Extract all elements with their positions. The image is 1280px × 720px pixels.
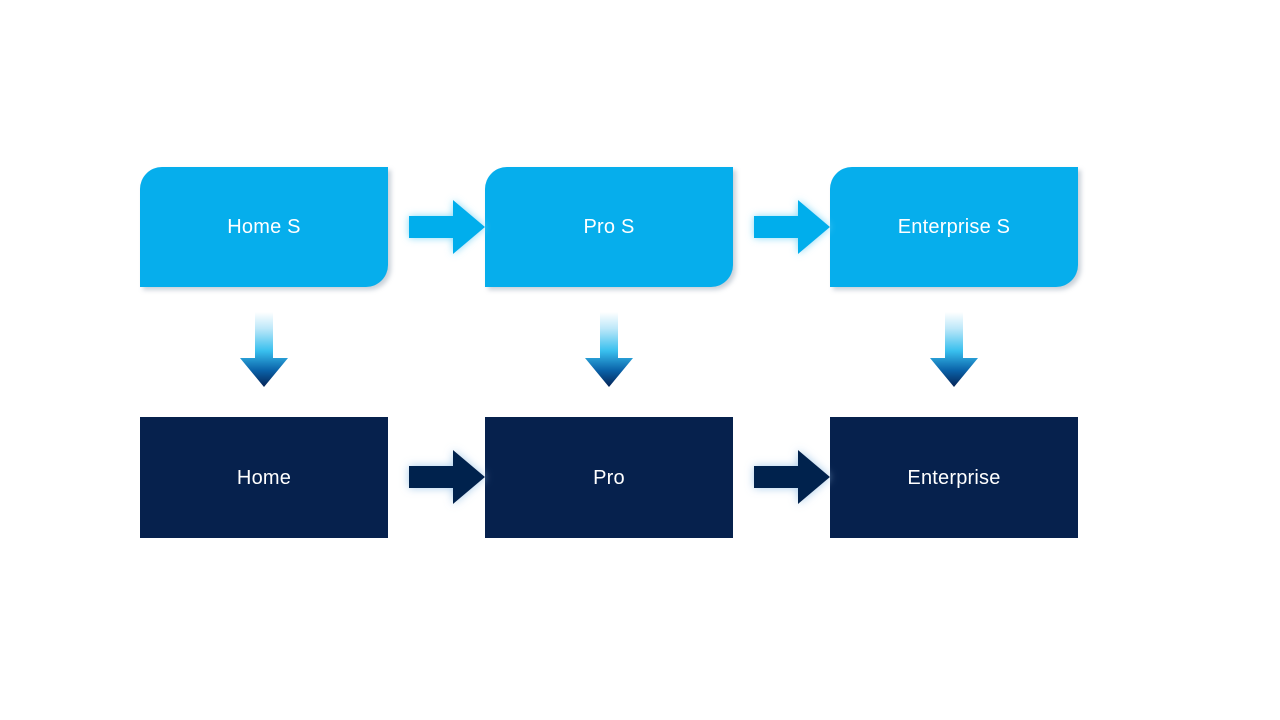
arrow-down-icon <box>578 310 640 390</box>
arrow-down-icon <box>233 310 295 390</box>
tier-box-home[interactable]: Home <box>140 417 388 538</box>
arrow-right-icon <box>748 196 834 258</box>
arrow-right-icon <box>403 196 489 258</box>
arrow-down-icon <box>923 310 985 390</box>
tier-box-label: Enterprise <box>907 466 1001 489</box>
arrow-right-icon <box>403 446 489 508</box>
tier-box-label: Home <box>236 466 292 489</box>
tier-box-label: Pro <box>593 466 625 489</box>
tier-box-pro-s[interactable]: Pro S <box>485 167 733 287</box>
arrow-right-icon <box>748 446 834 508</box>
tier-box-label: Enterprise S <box>897 216 1011 238</box>
tier-box-pro[interactable]: Pro <box>485 417 733 538</box>
tier-box-enterprise[interactable]: Enterprise <box>830 417 1078 538</box>
tier-box-label: Pro S <box>583 216 635 238</box>
tier-box-enterprise-s[interactable]: Enterprise S <box>830 167 1078 287</box>
tier-box-home-s[interactable]: Home S <box>140 167 388 287</box>
tier-box-label: Home S <box>227 216 301 238</box>
